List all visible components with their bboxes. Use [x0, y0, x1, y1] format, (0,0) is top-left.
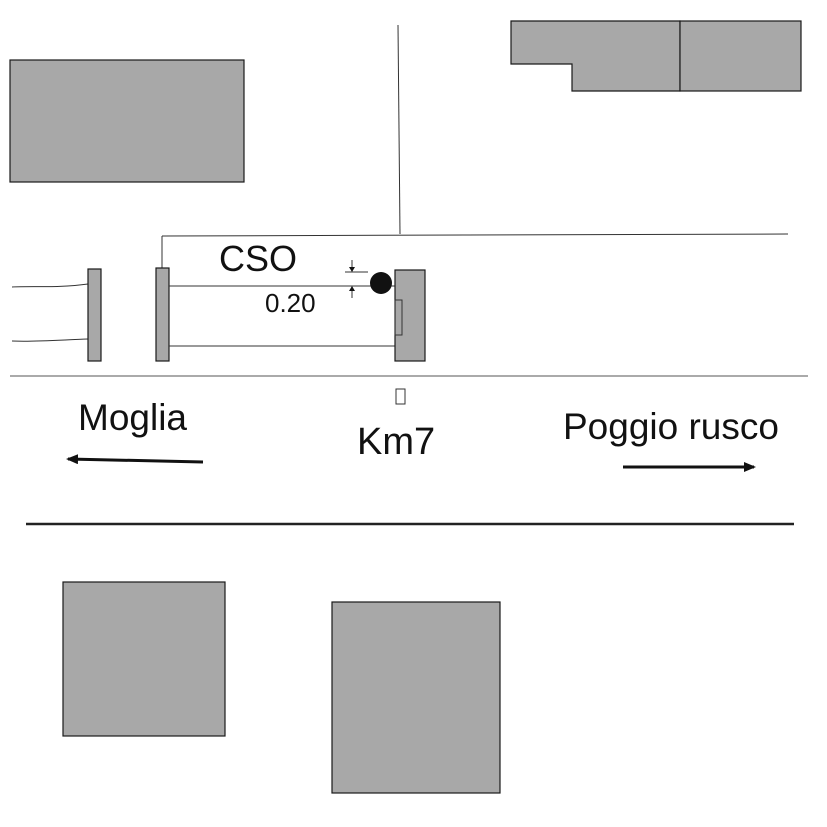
side-road-line-bottom	[11, 338, 89, 342]
building-top-left	[9, 59, 245, 183]
bridge-abutment-right	[394, 269, 426, 362]
building-bottom-left	[62, 581, 226, 737]
bridge-pier-left-inner	[155, 267, 170, 362]
boundary-line-horizontal	[161, 233, 789, 237]
building-bottom-center	[331, 601, 501, 794]
boundary-line-vertical	[397, 24, 401, 235]
cso-label: CSO	[219, 238, 297, 279]
direction-right-label: Poggio rusco	[563, 406, 779, 447]
abutment-notch	[394, 299, 403, 336]
dimension-arrowhead-top	[349, 267, 355, 272]
building-top-right-left-wing	[510, 20, 681, 92]
cso-point-marker	[370, 272, 392, 294]
direction-left-label: Moglia	[78, 397, 187, 438]
km-marker-label: Km7	[357, 421, 435, 463]
offset-value-label: 0.20	[265, 288, 316, 318]
dimension-arrowhead-bottom	[349, 286, 355, 291]
side-road-line-top	[11, 283, 89, 288]
building-top-right-right-wing	[679, 20, 802, 92]
bridge-pier-left-outer	[87, 268, 102, 362]
km-marker-icon	[395, 388, 406, 405]
arrow-left-icon	[66, 454, 204, 465]
